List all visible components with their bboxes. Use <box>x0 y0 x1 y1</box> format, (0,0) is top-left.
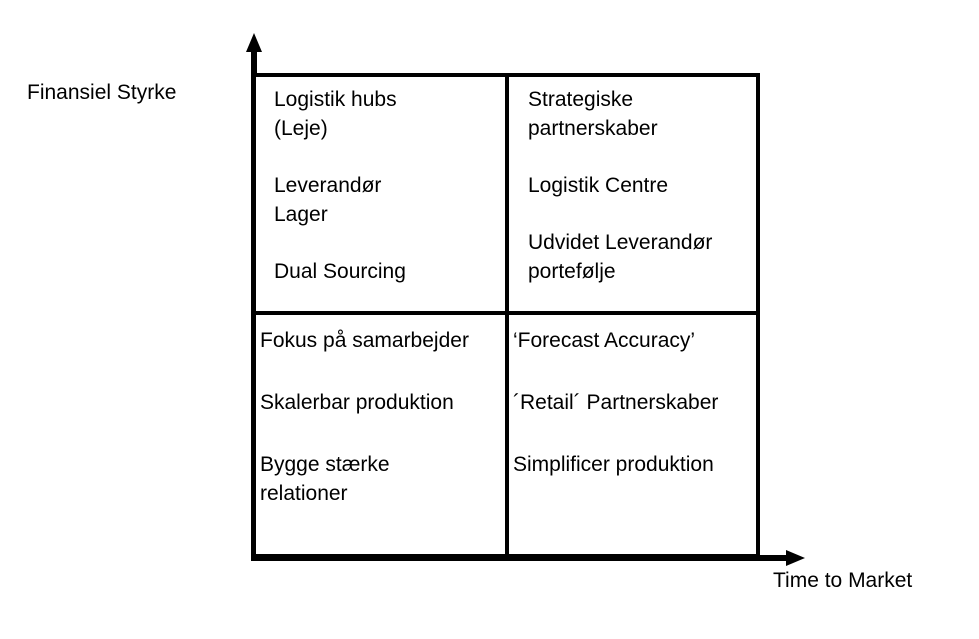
matrix-entry: Simplificer produktion <box>513 453 714 476</box>
quadrant-top-right-content: Strategiske partnerskaber Logistik Centr… <box>509 77 756 311</box>
matrix-entry: Leverandør Lager <box>274 174 382 226</box>
y-axis-label: Finansiel Styrke <box>27 81 177 104</box>
matrix-entry: Udvidet Leverandør portefølje <box>528 231 713 283</box>
matrix-entry: Fokus på samarbejder <box>260 329 469 352</box>
matrix-entry: Logistik Centre <box>528 174 669 197</box>
quadrant-top-left-content: Logistik hubs (Leje) Leverandør Lager Du… <box>256 77 505 311</box>
matrix-grid: Logistik hubs (Leje) Leverandør Lager Du… <box>252 73 760 558</box>
quadrant-top-right: Strategiske partnerskaber Logistik Centr… <box>509 77 756 315</box>
matrix-entry: ´Retail´ Partnerskaber <box>513 391 719 414</box>
quadrant-bottom-left-content: Fokus på samarbejder Skalerbar produktio… <box>256 315 505 554</box>
x-axis-arrowhead <box>786 550 805 566</box>
matrix-entry: Dual Sourcing <box>274 260 406 283</box>
matrix-entry: ‘Forecast Accuracy’ <box>513 329 696 352</box>
quadrant-bottom-left: Fokus på samarbejder Skalerbar produktio… <box>256 315 509 554</box>
x-axis-label: Time to Market <box>773 569 913 592</box>
matrix-entry: Logistik hubs (Leje) <box>274 88 397 140</box>
matrix-entry: Bygge stærke relationer <box>260 453 390 505</box>
matrix-entry: Skalerbar produktion <box>260 391 454 414</box>
y-axis-arrowhead <box>246 33 262 52</box>
matrix-entry: Strategiske partnerskaber <box>528 88 658 140</box>
quadrant-bottom-right: ‘Forecast Accuracy’ ´Retail´ Partnerskab… <box>509 315 756 554</box>
quadrant-top-left: Logistik hubs (Leje) Leverandør Lager Du… <box>256 77 509 315</box>
quadrant-bottom-right-content: ‘Forecast Accuracy’ ´Retail´ Partnerskab… <box>509 315 756 554</box>
